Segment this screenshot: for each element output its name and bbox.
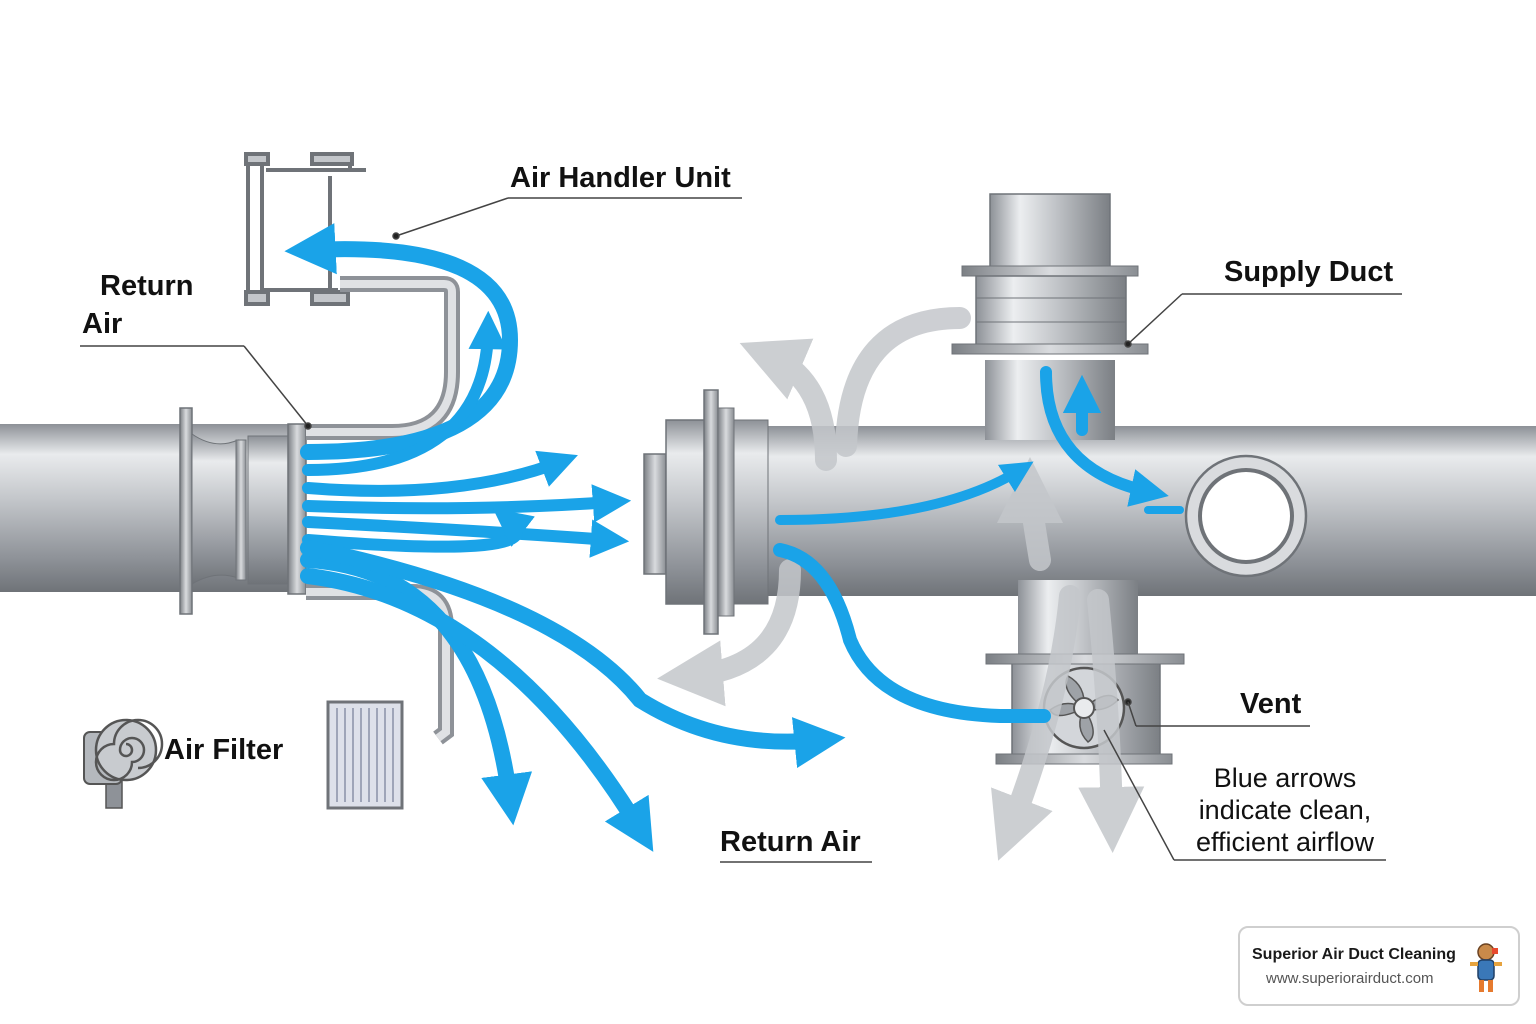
air-handler-unit (244, 152, 366, 306)
filter-panel (326, 700, 404, 810)
label-return-air-bottom: Return Air (720, 826, 861, 858)
label-air-handler-unit: Air Handler Unit (510, 162, 731, 194)
label-return-air-line2: Air (82, 308, 123, 340)
label-return-air-line1: Return (100, 270, 194, 302)
clean-airflow-arrows (284, 223, 1184, 852)
note-line-1: Blue arrows (1213, 763, 1357, 793)
leader-lines (80, 197, 1402, 863)
badge-url[interactable]: www.superiorairduct.com (1266, 970, 1434, 987)
inline-coupling (643, 389, 769, 635)
label-air-filter: Air Filter (164, 734, 284, 766)
note-line-3: efficient airflow (1195, 827, 1375, 857)
mascot-logo-icon (1470, 943, 1502, 992)
label-vent: Vent (1240, 688, 1302, 720)
supply-duct-collar (951, 193, 1149, 355)
side-outlet-ring (1184, 454, 1308, 578)
note-line-2: indicate clean, (1198, 795, 1372, 825)
other-airflow-arrows (657, 307, 1145, 861)
air-filter-icon (83, 718, 164, 809)
supply-duct-right (740, 360, 1536, 765)
airflow-legend-note: Blue arrows indicate clean, efficient ai… (1178, 762, 1392, 858)
return-bypass-pipe-upper (306, 276, 460, 440)
company-badge[interactable]: Superior Air Duct Cleaning www.superiora… (1238, 926, 1520, 1006)
badge-title: Superior Air Duct Cleaning (1252, 946, 1456, 963)
label-supply-duct: Supply Duct (1224, 256, 1394, 288)
return-duct-left (0, 407, 307, 615)
